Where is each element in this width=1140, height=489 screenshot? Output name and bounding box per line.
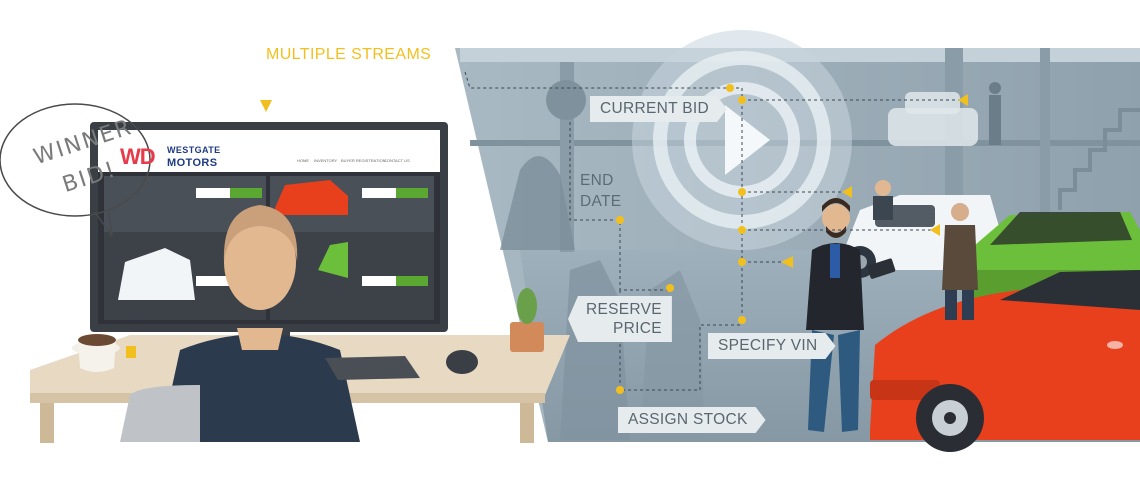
- current-bid-label: CURRENT BID: [590, 96, 727, 122]
- end-date-line1: END: [580, 172, 614, 189]
- multiple-streams-label: MULTIPLE STREAMS: [266, 46, 432, 63]
- assign-stock-label: ASSIGN STOCK: [618, 407, 766, 433]
- speech-bubble: [0, 103, 151, 237]
- nav-item-buyer-registration[interactable]: BUYER REGISTRATION: [341, 158, 386, 163]
- westgate-logo-mark: WD: [120, 144, 156, 169]
- reserve-price-line2: PRICE: [613, 320, 662, 337]
- reserve-price-line1: RESERVE: [586, 301, 662, 318]
- callout-arrows: [260, 94, 968, 268]
- red-car: [870, 270, 1140, 452]
- brand-line1: WESTGATE: [167, 145, 221, 155]
- end-date-line2: DATE: [580, 193, 622, 210]
- desk-items: [72, 288, 544, 380]
- mechanic-figure: [942, 203, 978, 320]
- nav-item-contact-us[interactable]: CONTACT US: [384, 158, 410, 163]
- monitor-listing-tiles: [104, 176, 434, 320]
- brand-line2: MOTORS: [167, 157, 218, 169]
- nav-item-home[interactable]: HOME: [297, 158, 309, 163]
- nav-item-inventory[interactable]: INVENTORY: [314, 158, 338, 163]
- specify-vin-label: SPECIFY VIN: [708, 333, 836, 359]
- bidder-person: [120, 205, 360, 442]
- end-date-label: END DATE: [580, 170, 621, 212]
- showroom-background: [455, 30, 1140, 442]
- callout-dots: [616, 84, 746, 394]
- reserve-price-label: RESERVE PRICE: [568, 296, 672, 342]
- callout-connectors: [464, 71, 968, 391]
